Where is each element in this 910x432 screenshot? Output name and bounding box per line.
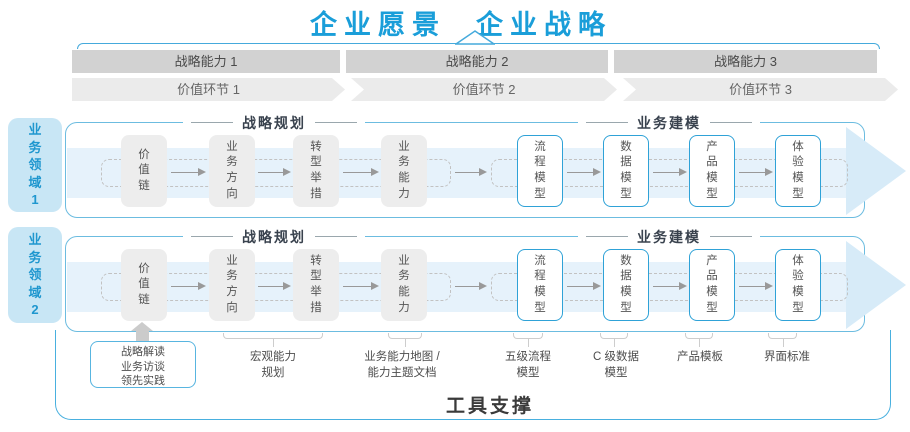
flow-arrow-icon [739, 282, 773, 290]
row-header-modeling: 业务建模 [578, 226, 760, 247]
tool-support-container [55, 330, 891, 420]
capability-bar-segment: 战略能力 2 [346, 50, 608, 73]
flow-arrow-icon [567, 282, 601, 290]
deliverable-label: 五级流程 模型 [505, 351, 551, 380]
planning-box: 转型举措 [293, 249, 339, 321]
modeling-box: 体验模型 [775, 249, 821, 321]
tool-support-label: 工具支撑 [445, 396, 535, 417]
flow-arrow-icon [343, 168, 379, 176]
value-link-segment: 价值环节 3 [623, 78, 898, 101]
inputs-box-line: 战略解读 [121, 346, 165, 358]
modeling-box: 流程模型 [517, 135, 563, 207]
dashed-track [491, 159, 848, 187]
row-header-planning: 战略规划 [183, 226, 365, 247]
flow-arrow-icon [455, 282, 487, 290]
deliverable-label: 宏观能力 规划 [250, 351, 296, 380]
flow-arrow-icon [455, 168, 487, 176]
deliverable-bracket [600, 333, 628, 347]
domain-label-text: 业务领域 2 [28, 232, 42, 318]
deliverable-bracket [223, 333, 323, 347]
flow-arrow-icon [171, 282, 206, 290]
modeling-box: 数据模型 [603, 249, 649, 321]
flow-arrow-icon [171, 168, 206, 176]
value-link-segment: 价值环节 1 [72, 78, 345, 101]
title-row: 企业愿景 企业战略 [310, 3, 612, 42]
planning-box: 价值链 [121, 135, 167, 207]
capability-bar-segment: 战略能力 1 [72, 50, 340, 73]
deliverable-label: 界面标准 [764, 351, 810, 363]
flow-arrow-icon [343, 282, 379, 290]
modeling-box: 体验模型 [775, 135, 821, 207]
planning-box: 转型举措 [293, 135, 339, 207]
capability-bar-segment: 战略能力 3 [614, 50, 877, 73]
modeling-box: 产品模型 [689, 135, 735, 207]
modeling-box: 流程模型 [517, 249, 563, 321]
domain-label-text: 业务领域 1 [28, 122, 42, 208]
planning-box: 业务方向 [209, 249, 255, 321]
deliverable-bracket [513, 333, 543, 347]
modeling-box: 产品模型 [689, 249, 735, 321]
planning-box: 业务能力 [381, 249, 427, 321]
deliverable-label: 产品模板 [677, 351, 723, 363]
value-link-segment: 价值环节 2 [351, 78, 617, 101]
modeling-box: 数据模型 [603, 135, 649, 207]
deliverable-bracket [388, 333, 422, 347]
domain-label-2: 业务领域 2 [8, 227, 62, 323]
dashed-track [101, 273, 451, 301]
flow-arrow-icon [258, 282, 291, 290]
flow-arrow-icon [653, 282, 687, 290]
flow-arrow-icon [258, 168, 291, 176]
flow-arrow-icon [739, 168, 773, 176]
domain-label-1: 业务领域 1 [8, 118, 62, 212]
inputs-box-line: 领先实践 [121, 375, 165, 388]
dashed-track [101, 159, 451, 187]
planning-box: 价值链 [121, 249, 167, 321]
planning-box: 业务能力 [381, 135, 427, 207]
deliverable-label: C 级数据 模型 [593, 351, 639, 380]
row-header-planning: 战略规划 [183, 112, 365, 133]
up-arrow-stem [136, 331, 149, 342]
business-row-2: 价值链 业务方向 转型举措 业务能力 流程模型 数据模型 产品模型 体验模型 战… [65, 226, 906, 332]
strategy-title: 企业战略 [476, 10, 612, 40]
up-arrow-icon [131, 322, 153, 331]
vision-title: 企业愿景 [310, 10, 446, 40]
row-header-modeling: 业务建模 [578, 112, 760, 133]
right-arrow-shape [846, 127, 906, 215]
deliverable-bracket [768, 333, 797, 347]
planning-box: 业务方向 [209, 135, 255, 207]
flow-arrow-icon [653, 168, 687, 176]
deliverable-bracket [685, 333, 713, 347]
right-arrow-shape [846, 241, 906, 329]
business-row-1: 价值链 业务方向 转型举措 业务能力 流程模型 数据模型 产品模型 体验模型 战… [65, 112, 906, 218]
inputs-box-line: 业务访谈 [121, 360, 165, 373]
inputs-box: 战略解读 业务访谈 领先实践 [90, 341, 196, 388]
dashed-track [491, 273, 848, 301]
deliverable-label: 业务能力地图 / 能力主题文档 [364, 351, 440, 380]
flow-arrow-icon [567, 168, 601, 176]
chevron-up-icon [455, 30, 495, 45]
